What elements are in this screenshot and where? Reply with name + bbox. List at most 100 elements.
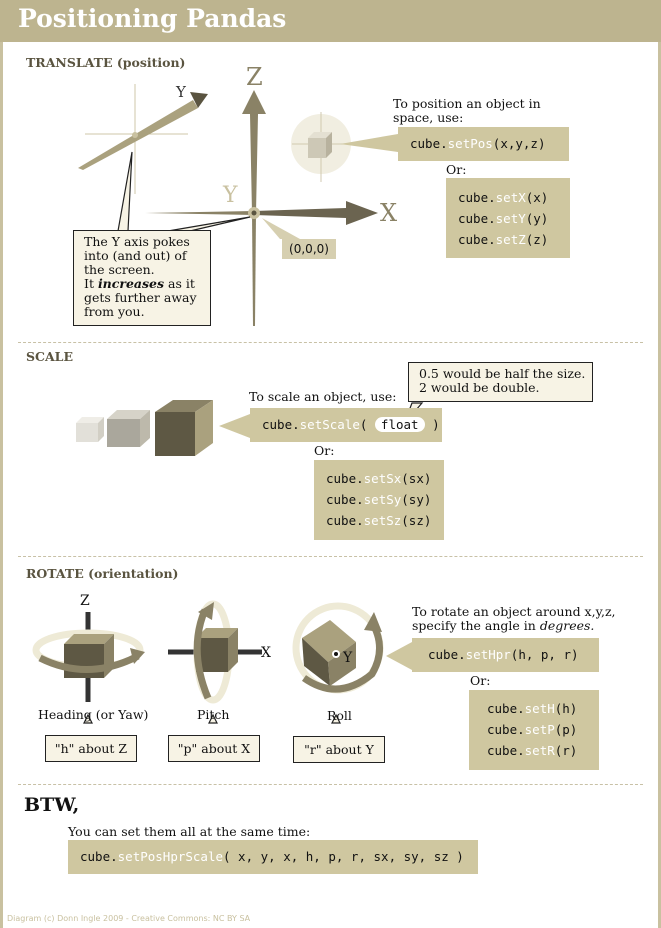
setscale-close: ) [424, 417, 440, 432]
setscale-open: ( [359, 417, 375, 432]
setsy-args: (sy) [401, 492, 432, 507]
setpos-args: (x,y,z) [492, 136, 546, 151]
small-cube [76, 417, 104, 442]
y-axis-small-label: Y [176, 83, 186, 101]
setx-obj: cube. [458, 190, 496, 205]
seth-line: cube.setH(h) [487, 698, 587, 719]
setposhprscale-obj: cube. [80, 849, 118, 864]
setz-line: cube.setZ(z) [458, 229, 558, 250]
y-axis-sketch [78, 84, 208, 194]
xyz-axes [145, 90, 378, 326]
setsx-obj: cube. [326, 471, 364, 486]
heading-label: Heading (or Yaw) [38, 707, 149, 722]
setp-obj: cube. [487, 722, 525, 737]
setp-args: (p) [554, 722, 578, 737]
seth-obj: cube. [487, 701, 525, 716]
sethpr-method: setHpr [465, 647, 511, 662]
setx-args: (x) [525, 190, 549, 205]
divider-rotate-btw [18, 784, 643, 785]
rotate-x-label: X [261, 645, 271, 661]
scale-tip: 0.5 would be half the size. 2 would be d… [408, 362, 593, 402]
setx-method: setX [495, 190, 526, 205]
setr-line: cube.setR(r) [487, 740, 587, 761]
header-bar [0, 0, 661, 42]
divider-scale-rotate [18, 556, 643, 557]
setsy-line: cube.setSy(sy) [326, 489, 432, 510]
pitch-figure [168, 600, 262, 704]
setposhprscale-args: ( x, y, x, h, p, r, sx, sy, sz ) [223, 849, 464, 864]
heading-figure [32, 612, 145, 702]
rotate-intro-text: specify the angle in [412, 618, 540, 633]
rotate-or: Or: [470, 673, 491, 688]
credit-line: Diagram (c) Donn Ingle 2009 - Creative C… [7, 914, 251, 923]
setsx-args: (sx) [401, 471, 432, 486]
setscale-method: setScale [299, 417, 360, 432]
scale-or: Or: [314, 443, 335, 458]
y-axis-note: The Y axis pokes into (and out) of the s… [73, 230, 211, 326]
pitch-label: Pitch [197, 707, 230, 722]
setr-obj: cube. [487, 743, 525, 758]
setpos-obj: cube. [410, 136, 448, 151]
rotate-intro-emphasis: degrees. [539, 618, 595, 633]
sety-line: cube.setY(y) [458, 208, 558, 229]
origin-label: (0,0,0) [282, 239, 336, 259]
btw-heading: BTW, [24, 794, 80, 816]
translate-diagram [78, 84, 398, 326]
setposhprscale-method: setPosHprScale [117, 849, 223, 864]
rotate-intro-line-2: specify the angle in degrees. [412, 618, 594, 633]
large-cube [155, 400, 213, 456]
r-about-y-note: "r" about Y [293, 736, 385, 763]
y-note-line-6: from you. [84, 304, 145, 319]
y-note-line-2: into (and out) of [84, 248, 187, 263]
page-title: Positioning Pandas [18, 4, 287, 33]
setsy-obj: cube. [326, 492, 364, 507]
positioned-cube [291, 112, 351, 182]
translate-intro-line-2: space, use: [393, 110, 464, 125]
medium-cube [107, 410, 150, 447]
rotate-diagram [32, 600, 412, 724]
setsx-line: cube.setSx(sx) [326, 468, 432, 489]
seth-args: (h) [554, 701, 578, 716]
seth-method: setH [524, 701, 555, 716]
y-note-line-3: the screen. [84, 262, 155, 277]
setpos-method: setPos [447, 136, 493, 151]
btw-text: You can set them all at the same time: [68, 824, 311, 839]
scale-tip-line-1: 0.5 would be half the size. [419, 366, 586, 381]
setp-method: setP [524, 722, 555, 737]
translate-intro-line-1: To position an object in [393, 96, 541, 111]
setz-obj: cube. [458, 232, 496, 247]
left-border [0, 42, 3, 928]
y-note-line-4: It increases as it [84, 277, 210, 291]
y-axis-label: Y [223, 183, 238, 208]
setposhprscale-code: cube.setPosHprScale( x, y, x, h, p, r, s… [68, 840, 478, 874]
divider-translate-scale [18, 342, 643, 343]
translate-heading: TRANSLATE (position) [26, 55, 186, 70]
setr-args: (r) [554, 743, 578, 758]
rotate-intro-line-1: To rotate an object around x,y,z, [412, 604, 616, 619]
setsy-method: setSy [363, 492, 402, 507]
x-axis-label: X [380, 199, 398, 227]
y-note-prefix: It [84, 276, 98, 291]
scale-heading: SCALE [26, 349, 73, 364]
sety-args: (y) [525, 211, 549, 226]
y-note-emphasis: increases [97, 276, 165, 291]
setsz-line: cube.setSz(sz) [326, 510, 432, 531]
rotate-heading: ROTATE (orientation) [26, 566, 179, 581]
setscale-float-arg: float [374, 417, 425, 432]
setsx-method: setSx [363, 471, 402, 486]
setscale-obj: cube. [262, 417, 300, 432]
setsz-method: setSz [363, 513, 402, 528]
sethpr-args: (h, p, r) [510, 647, 579, 662]
y-note-line-5: gets further away [84, 290, 197, 305]
sethpr-code: cube.setHpr(h, p, r) [412, 638, 599, 672]
setr-method: setR [524, 743, 555, 758]
setsz-args: (sz) [401, 513, 432, 528]
setz-args: (z) [525, 232, 549, 247]
scale-alt-code: cube.setSx(sx) cube.setSy(sy) cube.setSz… [314, 460, 444, 540]
translate-or: Or: [446, 162, 467, 177]
rotate-y-label: Y [343, 650, 353, 666]
h-about-z-note: "h" about Z [45, 735, 137, 762]
sety-obj: cube. [458, 211, 496, 226]
scale-tip-line-2: 2 would be double. [419, 380, 540, 395]
setscale-code: cube.setScale( float ) [250, 408, 442, 442]
